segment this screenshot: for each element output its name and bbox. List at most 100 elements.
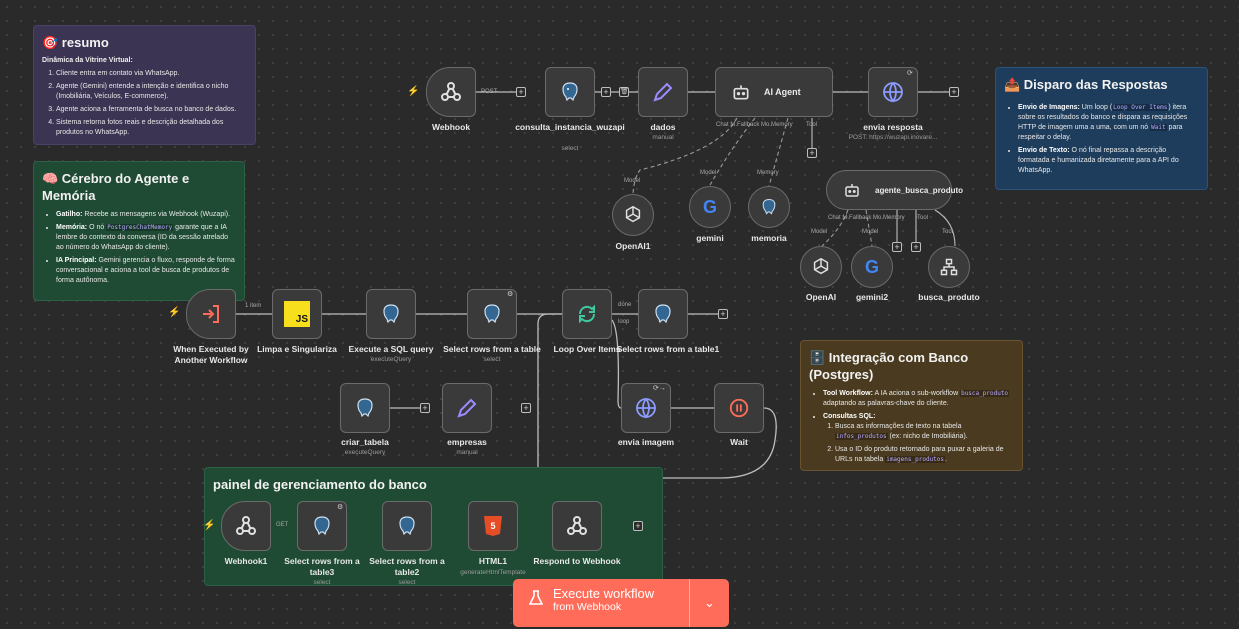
list-item: Agente (Gemini) entende a intenção e ide… [56,82,247,102]
list-item: IA Principal: Gemini gerencia o fluxo, r… [56,256,236,286]
node-execute-sql[interactable] [366,289,416,339]
node-agente-busca-produto[interactable]: agente_busca_produto [826,170,963,210]
delete-connection-button[interactable]: 🗑 [619,87,629,97]
node-label: dados [650,122,676,132]
list-item-text: O nó final repassa a descrição formatada… [1018,147,1179,174]
list-item: Tool Workflow: A IA aciona o sub-workflo… [823,389,1014,409]
node-when-executed[interactable] [186,289,236,339]
node-respond-webhook[interactable] [552,501,602,551]
node-openai[interactable] [800,246,842,288]
postgres-icon [309,513,335,539]
node-label: Select rows from a table3 [282,556,362,578]
list-item-text: O nó [87,224,107,231]
node-select-rows[interactable] [467,289,517,339]
add-node-button[interactable]: + [892,242,902,252]
node-ai-agent[interactable]: AI Agent [715,67,833,117]
postgres-icon [378,301,404,327]
add-node-button[interactable]: + [516,87,526,97]
list-item: Busca as informações de texto na tabela … [835,422,1014,442]
add-node-button[interactable]: + [633,521,643,531]
add-tool-button[interactable]: + [807,148,817,158]
add-node-button[interactable]: + [911,242,921,252]
postgres-icon [756,194,782,220]
execute-workflow-button[interactable]: Execute workflow from Webhook ⌄ [513,579,729,627]
node-dados[interactable] [638,67,688,117]
node-criar-tabela[interactable] [340,383,390,433]
node-select-rows2[interactable] [382,501,432,551]
node-subtitle: select [313,579,331,586]
node-limpa[interactable]: JS [272,289,322,339]
note-cerebro[interactable]: 🧠 Cérebro do Agente e Memória Gatilho: R… [33,161,245,301]
execute-title: Execute workflow [553,586,655,601]
list-item: Consultas SQL: Busca as informações de t… [823,412,1014,465]
node-webhook1[interactable] [221,501,271,551]
node-label: consulta_instancia_wuzapi [515,122,625,132]
list-item-bold: Consultas SQL: [823,413,876,420]
connector-label: done [618,302,632,308]
add-node-button[interactable]: + [521,403,531,413]
chevron-down-icon[interactable]: ⌄ [689,579,729,627]
node-gemini[interactable]: G [689,186,731,228]
list-item-text: (ex: nicho de Imobiliária). [887,433,968,440]
node-loop-over-items[interactable] [562,289,612,339]
postgres-icon [650,301,676,327]
connector-label: Model [811,229,828,235]
node-label-text: When Executed by Another Workflow [173,344,249,365]
connector-label: Tool [942,229,954,235]
node-select-rows1[interactable] [638,289,688,339]
node-subtitle: manual [652,134,674,141]
list-item-text: Busca as informações de texto na tabela [835,423,962,430]
node-webhook[interactable] [426,67,476,117]
execute-workflow-main[interactable]: Execute workflow from Webhook [513,579,689,627]
node-label: Webhook [431,122,471,132]
node-label: Limpa e Singulariza [257,344,337,354]
node-envia-imagem[interactable] [621,383,671,433]
node-label: OpenAI [805,292,837,302]
add-node-button[interactable]: + [420,403,430,413]
list-item-text: Gemini gerencia o fluxo, responde de for… [56,257,235,284]
note-title: painel de gerenciamento do banco [213,477,427,492]
robot-icon [839,177,865,203]
add-node-button[interactable]: + [601,87,611,97]
add-node-button[interactable]: + [718,309,728,319]
connector-label: GET [276,522,289,528]
node-busca-produto[interactable] [928,246,970,288]
openai-icon [808,254,834,280]
connector-label: loop [618,319,630,325]
node-memoria[interactable] [748,186,790,228]
note-disparo[interactable]: 📤 Disparo das Respostas Envio de Imagens… [995,67,1208,190]
note-integracao[interactable]: 🗄️ Integração com Banco (Postgres) Tool … [800,340,1023,471]
list-item: Agente aciona a ferramenta de busca no b… [56,105,247,115]
connector-label: Tool [806,122,818,128]
node-label: Select rows from a table [443,344,541,354]
node-label: Execute a SQL query [348,344,434,354]
node-wait[interactable] [714,383,764,433]
node-html1[interactable]: 5 [468,501,518,551]
loop-icon [574,301,600,327]
postgres-icon [557,79,583,105]
list-item: Sistema retorna fotos reais e descrição … [56,118,247,138]
globe-icon [633,395,659,421]
list-item-bold: Tool Workflow: [823,390,873,397]
list-item-bold: Envio de Imagens: [1018,104,1080,111]
node-label-text: Select rows from a table3 [284,556,360,577]
node-gemini2[interactable]: G [851,246,893,288]
settings-badge-icon: ⚙ [507,291,514,298]
node-label: envia imagem [617,437,675,447]
node-empresas[interactable] [442,383,492,433]
node-consulta-instancia[interactable] [545,67,595,117]
node-envia-resposta[interactable] [868,67,918,117]
node-select-rows3[interactable] [297,501,347,551]
connector-label: Model [624,178,641,184]
list-item-bold: Memória: [56,224,88,231]
add-node-button[interactable]: + [949,87,959,97]
node-label: gemini [696,233,724,243]
node-label: busca_produto [918,292,980,302]
list-item-text: Usa o ID do produto retornado para puxar… [835,446,1004,463]
node-label: gemini2 [855,292,889,302]
note-resumo[interactable]: 🎯 resumo Dinâmica da Vitrine Virtual: Cl… [33,25,256,145]
google-icon: G [864,256,879,277]
node-label: HTML1 [478,556,508,566]
refresh-icon: ⟳ [907,70,913,77]
node-openai1[interactable] [612,194,654,236]
